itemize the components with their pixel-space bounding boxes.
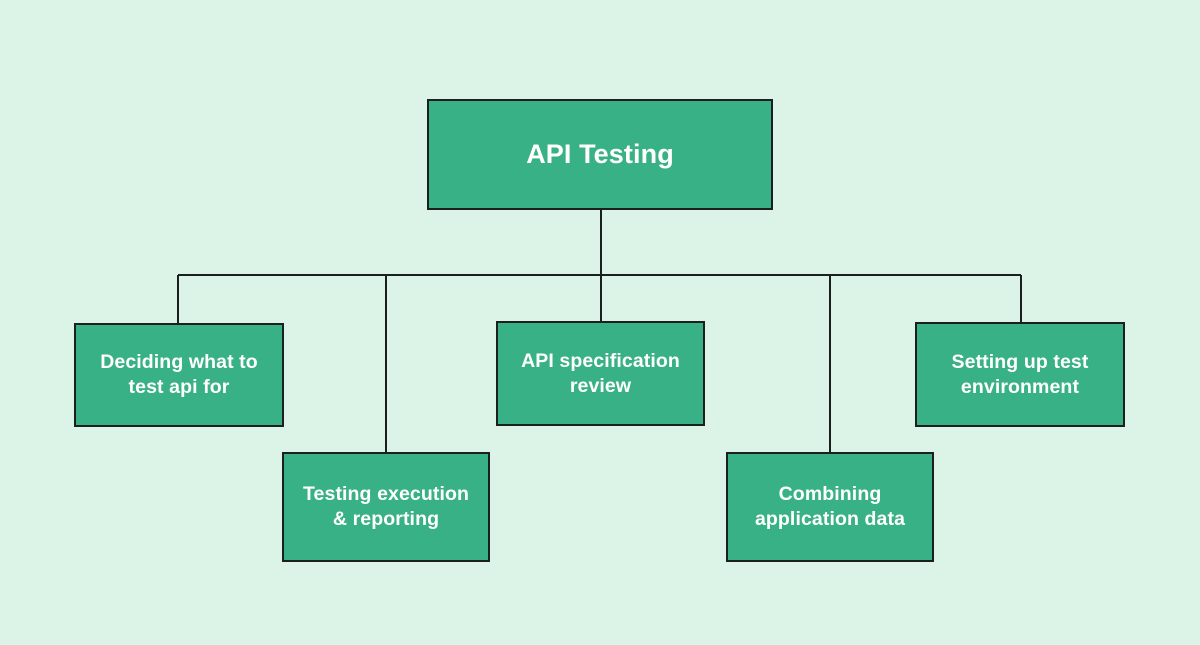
node-api-specification-review[interactable]: API specification review [496, 321, 705, 426]
node-combining-application-data[interactable]: Combining application data [726, 452, 934, 562]
node-label: Deciding what to test api for [100, 351, 258, 398]
node-label: API specification review [521, 349, 680, 397]
node-label: Combining application data [754, 483, 906, 530]
node-deciding-what-to-test-api-for[interactable]: Deciding what to test api for [74, 323, 284, 427]
node-label: Setting up test environment [951, 350, 1089, 398]
node-root-label: API Testing [526, 139, 674, 170]
node-root-api-testing[interactable]: API Testing [427, 99, 773, 210]
node-testing-execution-and-reporting[interactable]: Testing execution & reporting [282, 452, 490, 562]
node-label: Testing execution & reporting [302, 483, 470, 530]
node-setting-up-test-environment[interactable]: Setting up test environment [915, 322, 1125, 427]
